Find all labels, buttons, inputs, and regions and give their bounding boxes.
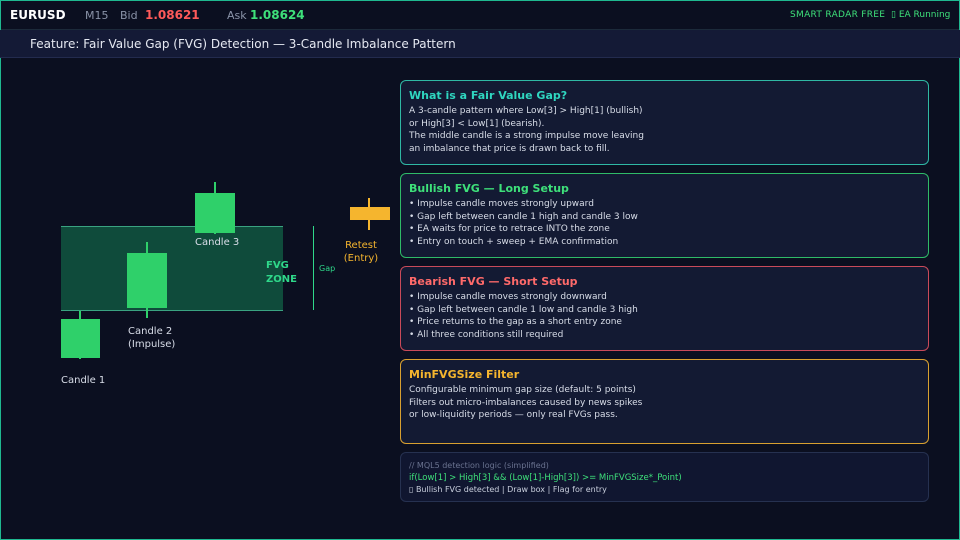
- fvg-zone: [61, 226, 283, 310]
- candle1-body: [61, 319, 100, 358]
- candle3-label: Candle 3: [195, 237, 240, 248]
- candle3-body: [195, 193, 235, 233]
- zone-top-line: [61, 226, 283, 227]
- bid-label: Bid: [120, 9, 138, 22]
- gap-marker-line: [313, 226, 314, 310]
- card-line: • Gap left between candle 1 low and cand…: [409, 304, 638, 315]
- card-line: Configurable minimum gap size (default: …: [409, 385, 636, 395]
- code-snippet: // MQL5 detection logic (simplified) if(…: [400, 452, 929, 502]
- card-line: Filters out micro-imbalances caused by n…: [409, 397, 643, 408]
- card-minfvgsize-filter: MinFVGSize Filter Configurable minimum g…: [400, 359, 929, 444]
- timeframe[interactable]: M15: [85, 9, 109, 22]
- card-bearish-fvg-title: Bearish FVG — Short Setup: [409, 275, 578, 288]
- feature-header: Feature: Fair Value Gap (FVG) Detection …: [0, 30, 960, 58]
- candle1-label: Candle 1: [61, 375, 106, 386]
- card-line: • Impulse candle moves strongly upward: [409, 199, 594, 209]
- bid-value: 1.08621: [145, 8, 200, 22]
- card-line: • Gap left between candle 1 high and can…: [409, 211, 638, 222]
- card-what-is-fvg: What is a Fair Value Gap? A 3-candle pat…: [400, 80, 929, 165]
- card-line: or low-liquidity periods — only real FVG…: [409, 410, 618, 420]
- candle2-label: Candle 2 (Impulse): [128, 325, 175, 351]
- card-bullish-fvg: Bullish FVG — Long Setup • Impulse candl…: [400, 173, 929, 258]
- code-comment: // MQL5 detection logic (simplified): [409, 461, 549, 470]
- fvg-zone-label-line2: ZONE: [266, 274, 297, 285]
- ea-status: ▯ EA Running: [891, 10, 951, 20]
- retest-label-line1: Retest: [345, 240, 377, 251]
- candle2-body: [127, 253, 167, 308]
- retest-candle-body: [350, 207, 390, 220]
- code-result: ▯ Bullish FVG detected | Draw box | Flag…: [409, 485, 607, 494]
- feature-title: Feature: Fair Value Gap (FVG) Detection …: [30, 37, 456, 51]
- card-line: • Price returns to the gap as a short en…: [409, 317, 622, 327]
- card-line: • All three conditions still required: [409, 329, 564, 340]
- ask-label: Ask: [227, 9, 247, 22]
- card-line: • Entry on touch + sweep + EMA confirmat…: [409, 236, 619, 247]
- fvg-zone-label-line1: FVG: [266, 260, 289, 271]
- gap-label: Gap: [319, 264, 336, 273]
- code-logic: if(Low[1] > High[3] && (Low[1]-High[3]) …: [409, 473, 682, 483]
- card-line: an imbalance that price is drawn back to…: [409, 143, 610, 154]
- card-line: The middle candle is a strong impulse mo…: [409, 131, 644, 141]
- card-bullish-fvg-title: Bullish FVG — Long Setup: [409, 182, 569, 195]
- candle2-label-line2: (Impulse): [128, 339, 176, 350]
- card-line: • Impulse candle moves strongly downward: [409, 292, 607, 302]
- candle2-label-line1: Candle 2: [128, 326, 173, 337]
- zone-bottom-line: [61, 310, 283, 311]
- retest-label-line2: (Entry): [343, 253, 379, 264]
- card-line: or High[3] < Low[1] (bearish).: [409, 118, 545, 129]
- retest-label: Retest (Entry): [338, 239, 384, 265]
- fvg-zone-label: FVG ZONE: [266, 259, 297, 287]
- symbol-name[interactable]: EURUSD: [10, 8, 66, 22]
- ask-value: 1.08624: [250, 8, 305, 22]
- card-line: A 3-candle pattern where Low[3] > High[1…: [409, 106, 643, 116]
- card-line: • EA waits for price to retrace INTO the…: [409, 224, 610, 234]
- brand-label: SMART RADAR FREE: [790, 10, 886, 20]
- card-minfvgsize-title: MinFVGSize Filter: [409, 368, 520, 381]
- top-bar: EURUSD M15 Bid 1.08621 Ask 1.08624 SMART…: [1, 1, 959, 30]
- card-what-is-fvg-title: What is a Fair Value Gap?: [409, 89, 568, 102]
- card-bearish-fvg: Bearish FVG — Short Setup • Impulse cand…: [400, 266, 929, 351]
